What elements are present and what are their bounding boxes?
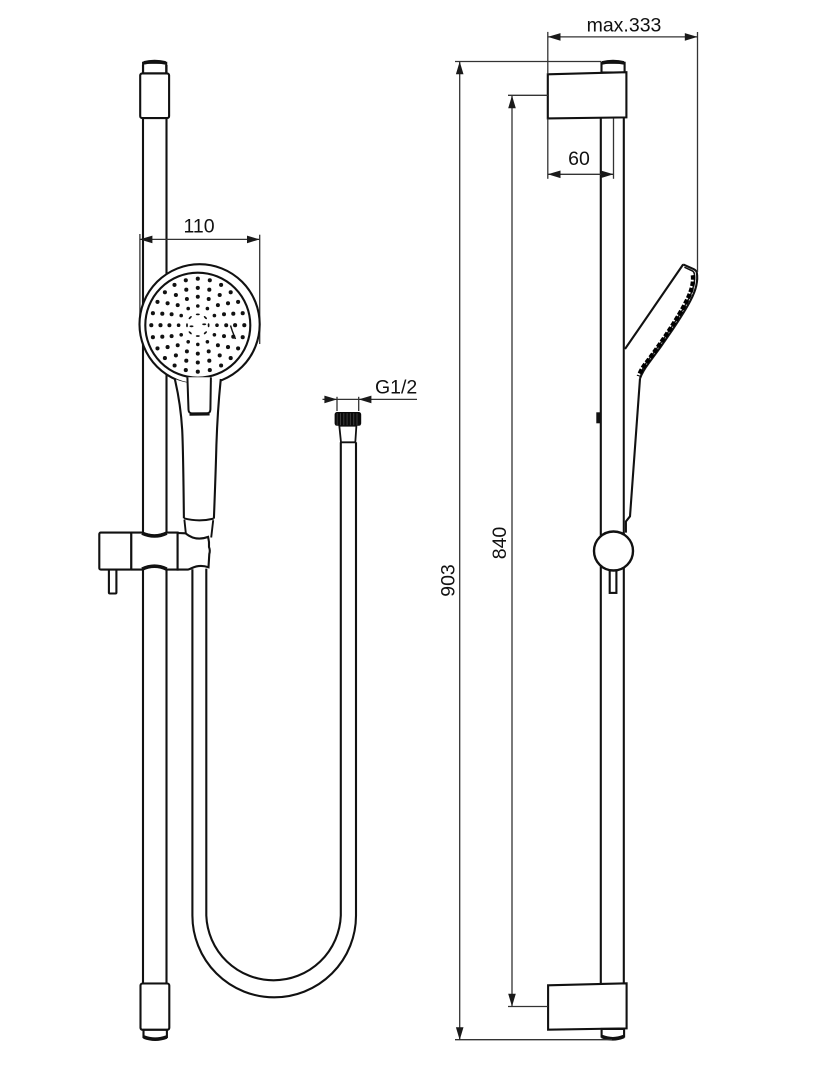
svg-text:903: 903 (438, 564, 460, 597)
svg-text:840: 840 (489, 527, 511, 560)
svg-text:60: 60 (568, 148, 590, 170)
svg-text:G1/2: G1/2 (375, 377, 417, 399)
svg-text:110: 110 (183, 216, 214, 238)
svg-text:max.333: max.333 (587, 15, 662, 37)
